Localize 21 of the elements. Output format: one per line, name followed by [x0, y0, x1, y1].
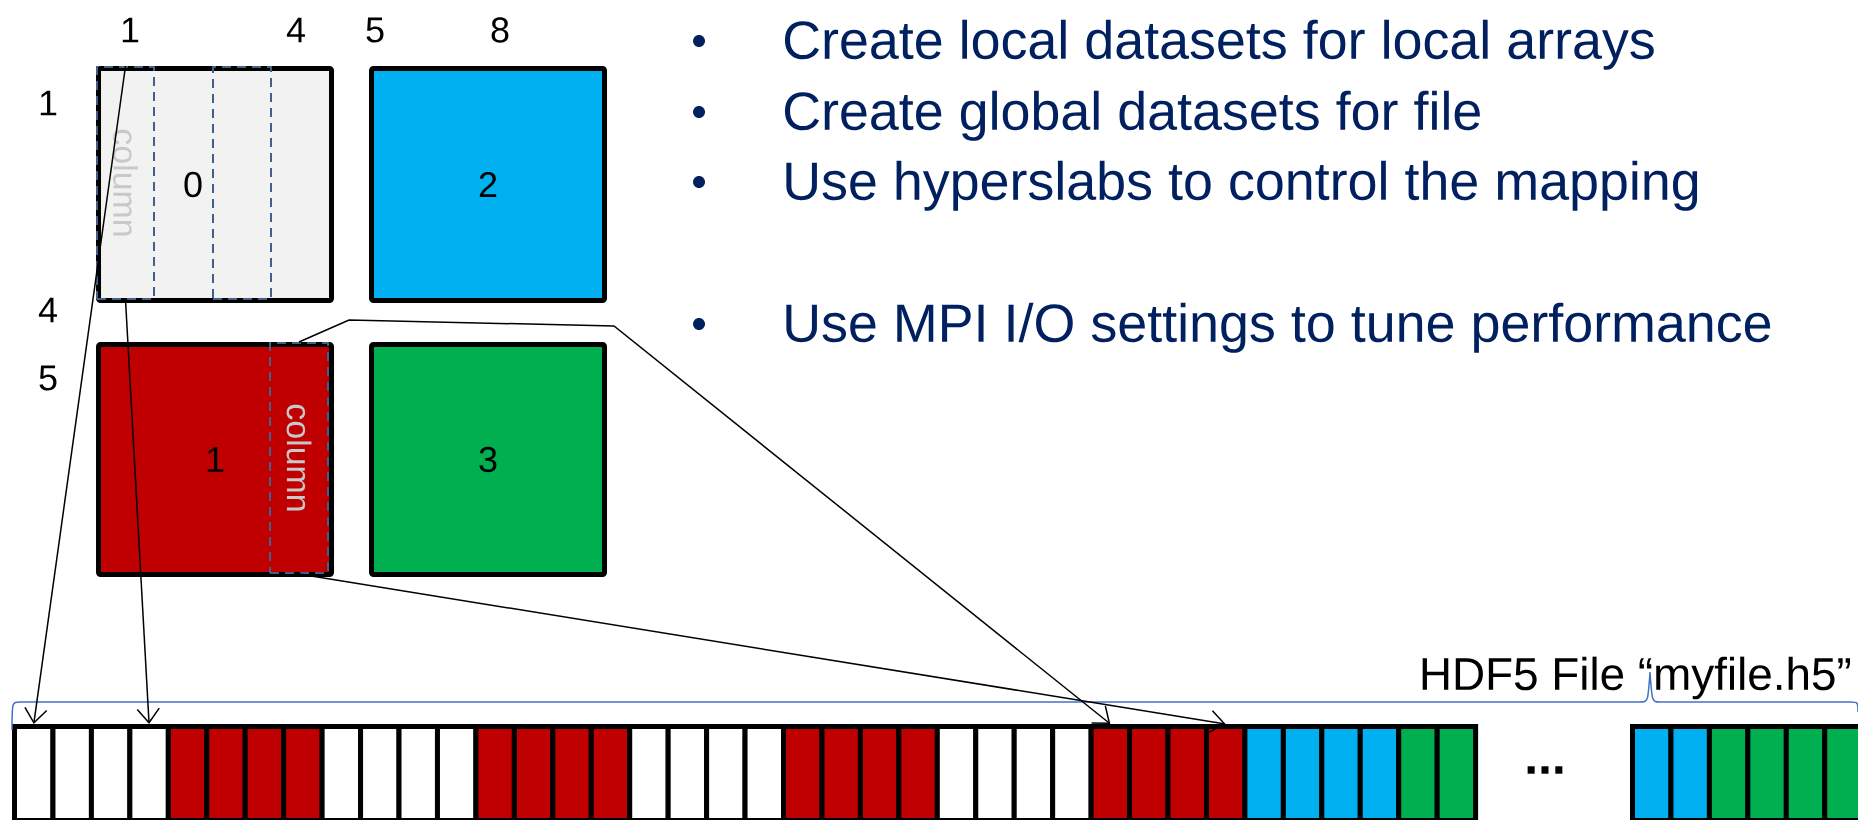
index-number: 5 — [39, 365, 57, 391]
column-outline: column — [269, 342, 329, 574]
block-square: 3 — [369, 342, 607, 577]
index-number: 1 — [40, 90, 57, 116]
bullet-text: Create local datasets for local arrays — [784, 19, 1654, 70]
block-square: 2 — [369, 66, 607, 303]
index-number: 4 — [38, 297, 57, 323]
index-number: 4 — [286, 17, 305, 43]
arrow — [24, 65, 127, 724]
arrow — [298, 319, 1111, 724]
bullet-text: Create global datasets for file — [784, 90, 1480, 141]
bullet-text: Use MPI I/O settings to tune performance — [786, 302, 1771, 353]
ellipsis: ... — [1527, 766, 1563, 774]
arrow — [298, 573, 1226, 734]
index-number: 1 — [122, 17, 139, 43]
file-label: HDF5 File “myfile.h5” — [1422, 656, 1851, 700]
file-cell — [1434, 724, 1479, 820]
index-number: 5 — [366, 17, 384, 43]
column-outline — [212, 66, 272, 300]
bullet-text: Use hyperslabs to control the mapping — [786, 160, 1698, 211]
file-cell — [1822, 724, 1858, 820]
